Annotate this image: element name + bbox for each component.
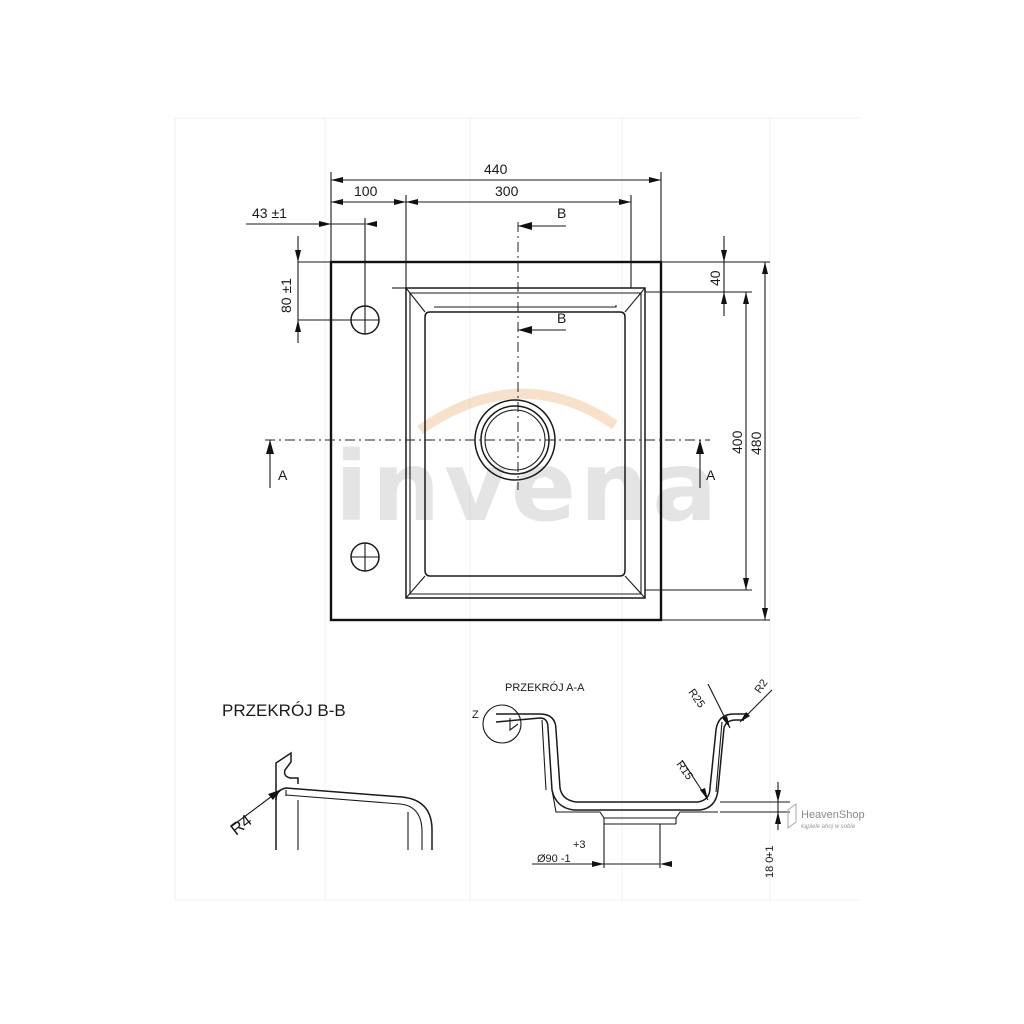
svg-text:A: A xyxy=(706,467,716,483)
svg-text:400: 400 xyxy=(729,430,745,454)
shop-badge: HeavenShop kąpiele ahoj w sobie xyxy=(787,803,865,830)
svg-text:A: A xyxy=(278,467,288,483)
svg-text:+1: +1 xyxy=(764,845,776,858)
sink-outline xyxy=(329,260,663,622)
svg-text:R2: R2 xyxy=(753,677,771,695)
svg-text:18 0: 18 0 xyxy=(764,857,776,878)
shop-tagline: kąpiele ahoj w sobie xyxy=(801,824,856,830)
svg-text:R4: R4 xyxy=(227,811,256,839)
section-aa: PRZEKRÓJ A-A Z R25 R2 R15 xyxy=(472,677,790,878)
dim-drain-diameter: +3 Ø90 -1 xyxy=(532,824,672,868)
svg-text:Ø90 -1: Ø90 -1 xyxy=(537,853,571,865)
background-grid xyxy=(174,117,860,901)
radius-r4: R4 xyxy=(227,789,281,839)
shop-logo-icon xyxy=(787,803,797,829)
dim-480: 480 xyxy=(748,262,768,620)
section-bb-title: PRZEKRÓJ B-B xyxy=(222,701,346,720)
section-arrow-a-left: A xyxy=(266,440,288,488)
svg-text:100: 100 xyxy=(354,183,378,199)
dim-80: 80 ±1 xyxy=(278,236,351,343)
dim-thickness: +1 18 0 xyxy=(720,782,790,878)
svg-text:440: 440 xyxy=(484,161,508,177)
section-arrow-b-bottom: B xyxy=(518,310,566,334)
svg-text:B: B xyxy=(557,205,566,221)
svg-text:300: 300 xyxy=(495,183,519,199)
svg-text:80 ±1: 80 ±1 xyxy=(278,278,294,313)
watermark-text: invena xyxy=(335,431,721,543)
section-arrow-b-top: B xyxy=(518,205,566,230)
section-aa-title: PRZEKRÓJ A-A xyxy=(505,681,585,694)
svg-text:R25: R25 xyxy=(686,687,707,710)
svg-text:Z: Z xyxy=(472,709,479,721)
top-view: B B A A 440 xyxy=(246,161,770,622)
svg-text:R15: R15 xyxy=(674,759,695,782)
svg-text:43 ±1: 43 ±1 xyxy=(252,205,287,221)
watermark-arc xyxy=(417,388,618,435)
detail-circle-z xyxy=(482,704,522,744)
radius-r15: R15 xyxy=(674,759,709,801)
dim-440: 440 xyxy=(331,161,661,183)
svg-text:+3: +3 xyxy=(573,839,586,851)
dim-400: 400 xyxy=(729,292,749,590)
section-aa-inner xyxy=(496,713,748,803)
bowl-inner xyxy=(424,311,626,577)
svg-text:40: 40 xyxy=(707,270,723,286)
radius-r2: R2 xyxy=(739,677,773,723)
section-bb: PRZEKRÓJ B-B R4 xyxy=(222,701,433,850)
svg-text:B: B xyxy=(557,310,566,326)
section-aa-outer xyxy=(495,717,744,811)
svg-text:480: 480 xyxy=(748,431,764,455)
radius-r25: R25 xyxy=(686,683,731,729)
dim-40: 40 xyxy=(707,236,727,316)
section-bb-profile xyxy=(275,787,433,850)
dim-100-300: 100 300 xyxy=(331,183,631,205)
brand-watermark: invena xyxy=(335,388,721,543)
shop-name: HeavenShop xyxy=(801,809,865,821)
section-arrow-a-right: A xyxy=(696,440,716,488)
dim-43: 43 ±1 xyxy=(246,205,377,227)
